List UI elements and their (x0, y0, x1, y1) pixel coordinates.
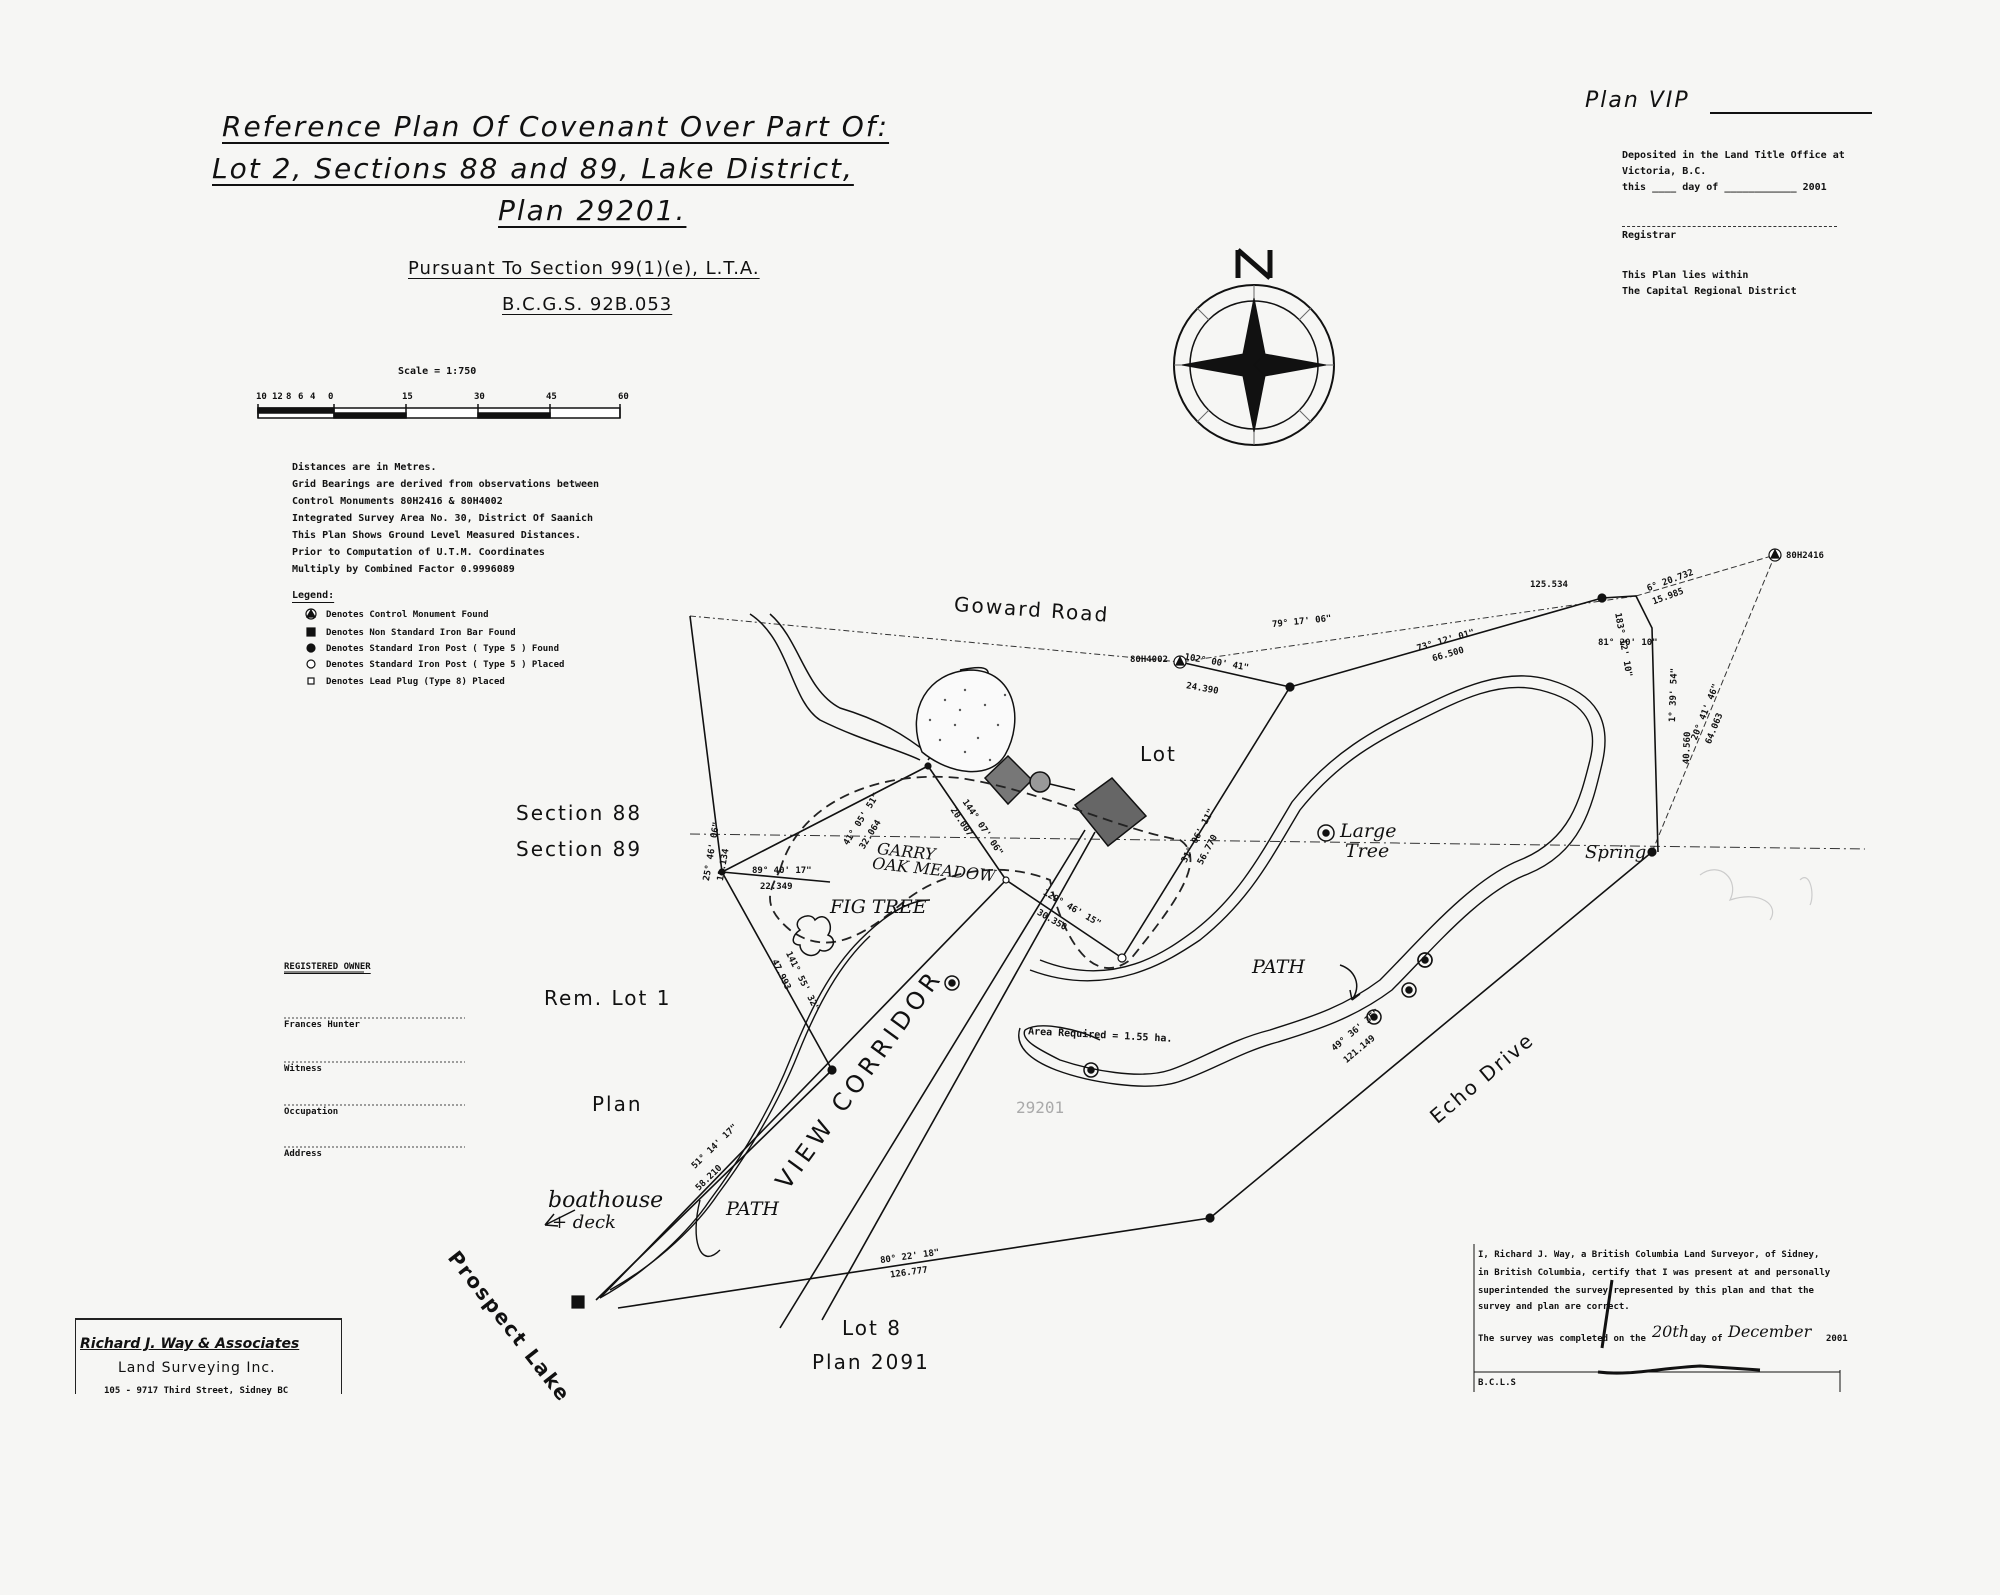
boathouse-label: boathouse (548, 1188, 664, 1213)
plan2091-label: Plan 2091 (812, 1350, 930, 1374)
scale-tick-0: 10 (256, 392, 267, 402)
scale-tick-3: 6 (298, 392, 304, 402)
trees (792, 824, 1433, 1078)
scale-tick-9: 60 (618, 392, 629, 402)
scale-tick-1: 12 (272, 392, 283, 402)
owner-heading: REGISTERED OWNER (284, 962, 371, 972)
distance-label-1: 125.534 (1530, 580, 1568, 590)
loop-path (1018, 675, 1606, 1087)
certificate-bcls: B.C.L.S (1478, 1378, 1516, 1388)
certificate-month: December (1728, 1322, 1812, 1341)
plan-subtitle-line2: B.C.G.S. 92B.053 (502, 294, 673, 315)
legend-item-2: Denotes Non Standard Iron Bar Found (326, 628, 516, 638)
scale-tick-4: 4 (310, 392, 316, 402)
plan-title-line1: Reference Plan Of Covenant Over Part Of: (222, 110, 890, 143)
owner-name: Frances Hunter (284, 1020, 360, 1030)
spring-label: Spring (1585, 842, 1647, 863)
path-label-upper: PATH (1252, 956, 1305, 978)
lot-label: Lot (1140, 742, 1177, 766)
deposit-line2: Victoria, B.C. (1622, 166, 1707, 177)
note-line-6: Prior to Computation of U.T.M. Coordinat… (292, 547, 545, 558)
owner-address-label: Address (284, 1149, 322, 1159)
monument-80h4002-label: 80H4002 (1130, 655, 1168, 665)
plan-subtitle-line1: Pursuant To Section 99(1)(e), L.T.A. (408, 258, 760, 279)
boundary-line (1179, 661, 1291, 688)
deposit-line3: this ____ day of ____________ 2001 (1622, 182, 1827, 193)
legend-item-1: Denotes Control Monument Found (326, 610, 489, 620)
north-arrow (1173, 248, 1335, 446)
section-line (689, 833, 1866, 850)
company-name: Richard J. Way & Associates (80, 1336, 300, 1352)
legend-item-3: Denotes Standard Iron Post ( Type 5 ) Fo… (326, 644, 559, 654)
pond (915, 669, 1016, 773)
scale-bar (257, 404, 621, 419)
company-line3: 105 - 9717 Third Street, Sidney BC (104, 1386, 289, 1396)
tie-line (1635, 554, 1776, 597)
legend-item-5: Denotes Lead Plug (Type 8) Placed (326, 677, 505, 687)
certificate-dayof-label: day of (1690, 1334, 1723, 1344)
bearing-label-6: 1° 39' 54" (1668, 667, 1680, 723)
plan-number-stamp: 29201 (1016, 1098, 1065, 1117)
legend-title: Legend: (292, 590, 335, 601)
owner-occupation-label: Occupation (284, 1107, 339, 1117)
section-89-label: Section 89 (516, 837, 643, 861)
scale-tick-2: 8 (286, 392, 292, 402)
scale-tick-7: 30 (474, 392, 485, 402)
distance-label-11: 22.349 (760, 882, 793, 892)
buildings (983, 754, 1148, 848)
legend-item-4: Denotes Standard Iron Post ( Type 5 ) Pl… (326, 660, 565, 670)
certificate-line3: superintended the survey represented by … (1478, 1286, 1814, 1296)
pond-stipple (928, 688, 1007, 762)
fig-tree-label: FIG TREE (830, 896, 927, 918)
company-line2: Land Surveying Inc. (118, 1360, 276, 1376)
garry-oak-meadow-outline (769, 775, 1192, 969)
plan-vip-blank (1710, 112, 1872, 114)
bearing-label-4: 81° 20' 10" (1598, 638, 1658, 648)
boathouse-label-2: + deck (552, 1212, 616, 1233)
lot8-label: Lot 8 (842, 1316, 902, 1340)
note-line-1: Distances are in Metres. (292, 462, 437, 473)
certificate-day: 20th (1652, 1322, 1690, 1341)
plan-title-line3: Plan 29201. (498, 194, 687, 227)
scale-tick-8: 45 (546, 392, 557, 402)
lake-path (599, 899, 931, 1299)
company-stamp (75, 1318, 342, 1394)
large-tree-label-2: Tree (1345, 840, 1390, 862)
rem-lot-label: Rem. Lot 1 (544, 986, 672, 1010)
path-arrow (1339, 964, 1361, 1001)
note-line-4: Integrated Survey Area No. 30, District … (292, 513, 594, 524)
registrar-label: Registrar (1622, 230, 1677, 241)
certificate-year: 2001 (1826, 1334, 1848, 1344)
bearing-label-11: 89° 40' 17" (752, 866, 812, 876)
scale-tick-5: 0 (328, 392, 334, 402)
note-line-2: Grid Bearings are derived from observati… (292, 479, 600, 490)
plan-title-line2: Lot 2, Sections 88 and 89, Lake District… (212, 152, 854, 185)
scale-label: Scale = 1:750 (398, 366, 477, 377)
note-line-3: Control Monuments 80H2416 & 80H4002 (292, 496, 503, 507)
registrar-line (1622, 226, 1837, 227)
district-line1: This Plan lies within (1622, 270, 1749, 281)
owner-witness-label: Witness (284, 1064, 322, 1074)
section-88-label: Section 88 (516, 801, 643, 825)
legend-symbols (305, 608, 317, 685)
certificate-completed-label: The survey was completed on the (1478, 1334, 1646, 1344)
scale-tick-6: 15 (402, 392, 413, 402)
note-line-5: This Plan Shows Ground Level Measured Di… (292, 530, 581, 541)
large-tree-label: Large (1340, 820, 1397, 842)
district-line2: The Capital Regional District (1622, 286, 1797, 297)
certificate-line1: I, Richard J. Way, a British Columbia La… (1478, 1250, 1820, 1260)
certificate-line2: in British Columbia, certify that I was … (1478, 1268, 1831, 1278)
plan-vip-label: Plan VIP (1585, 88, 1690, 113)
boathouse-arrow (544, 1209, 576, 1227)
deposit-line1: Deposited in the Land Title Office at (1622, 150, 1845, 161)
monument-80h2416-label: 80H2416 (1786, 551, 1824, 561)
note-line-7: Multiply by Combined Factor 0.9996089 (292, 564, 515, 575)
path-label-lower: PATH (726, 1198, 779, 1220)
certificate-line4: survey and plan are correct. (1478, 1302, 1630, 1312)
plan-label: Plan (592, 1092, 643, 1116)
